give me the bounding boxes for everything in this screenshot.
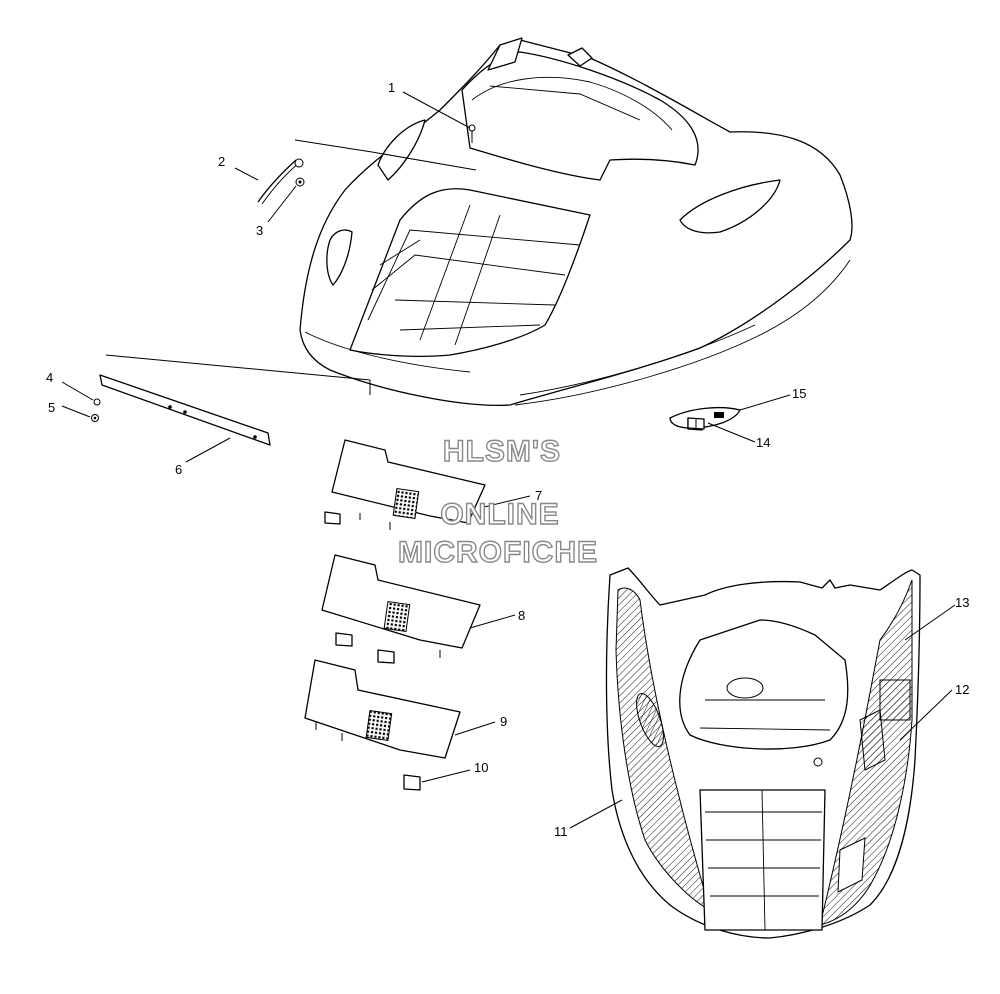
panel-8-part [321,554,481,664]
fastener-part [91,398,101,422]
callout-11: 11 [554,824,568,839]
callout-8: 8 [518,608,525,623]
mounting-bar-part [99,374,271,446]
watermark: HLSM'S ONLINE MICROFICHE [397,434,598,569]
callout-13: 13 [955,595,969,610]
clip-part [403,774,421,791]
watermark-line-3: MICROFICHE [398,536,598,569]
callout-4: 4 [46,370,53,385]
badge-part [669,406,741,431]
callout-6: 6 [175,462,182,477]
leader-lines [61,91,956,829]
callout-14: 14 [756,435,770,450]
callout-3: 3 [256,223,263,238]
panel-9-part [304,659,461,759]
watermark-line-2: ONLINE [440,498,559,531]
callout-labels: 1 2 3 4 5 6 7 8 9 10 11 12 13 14 15 [46,80,969,839]
callout-15: 15 [792,386,806,401]
callout-5: 5 [48,400,55,415]
hood-underside-part [605,567,921,939]
panel-7-part [324,439,486,530]
callout-12: 12 [955,682,969,697]
callout-1: 1 [388,80,395,95]
screw-part [468,124,476,143]
callout-10: 10 [474,760,488,775]
watermark-line-1: HLSM'S [443,435,561,468]
callout-2: 2 [218,154,225,169]
callout-7: 7 [535,488,542,503]
trim-strip-part [257,158,305,205]
callout-9: 9 [500,714,507,729]
hood-part [299,37,853,406]
